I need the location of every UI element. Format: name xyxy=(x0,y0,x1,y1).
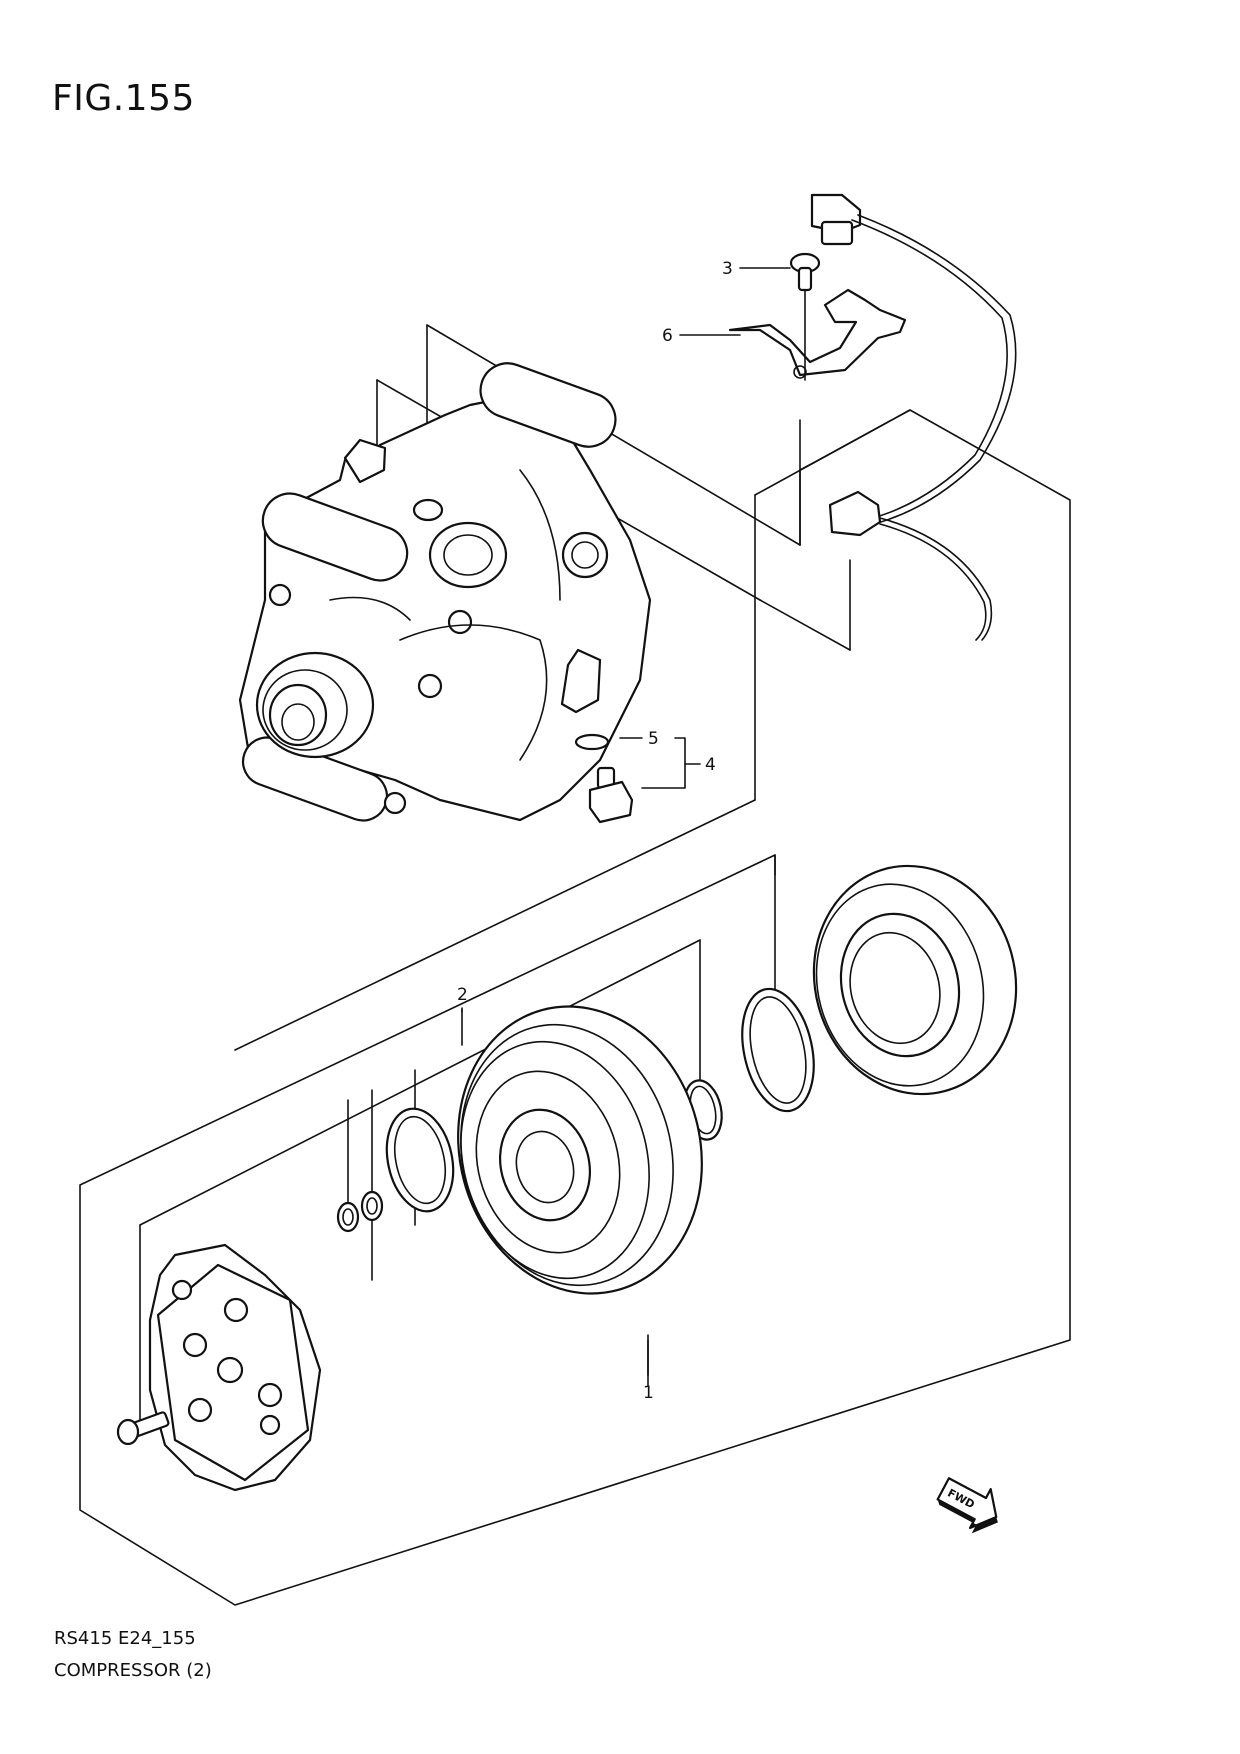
pressure-sensor-assembly xyxy=(728,193,1017,641)
callout-4: 4 xyxy=(705,755,716,775)
footer-diagram-name: COMPRESSOR (2) xyxy=(54,1660,212,1681)
callout-labels: 3 6 5 4 2 1 xyxy=(457,259,733,1403)
callout-6: 6 xyxy=(662,326,673,346)
fwd-direction-arrow: FWD xyxy=(936,1477,998,1534)
callout-leaders xyxy=(461,267,791,1376)
armature-plate xyxy=(116,1243,322,1492)
callout-3: 3 xyxy=(722,259,733,279)
clutch-pulley xyxy=(457,1005,703,1295)
large-snap-ring xyxy=(741,987,815,1113)
relief-valve-plug xyxy=(574,733,634,824)
field-coil xyxy=(812,864,1018,1096)
circlip xyxy=(385,1107,455,1213)
figure-title: FIG.155 xyxy=(52,78,195,119)
main-frame-lines xyxy=(79,409,1071,1606)
callout-5: 5 xyxy=(648,729,659,749)
footer-diagram-code: RS415 E24_155 xyxy=(54,1628,196,1649)
callout-2: 2 xyxy=(457,985,468,1005)
callout-1: 1 xyxy=(643,1383,654,1403)
shim-washers xyxy=(336,1190,384,1233)
compressor-body xyxy=(238,362,652,822)
